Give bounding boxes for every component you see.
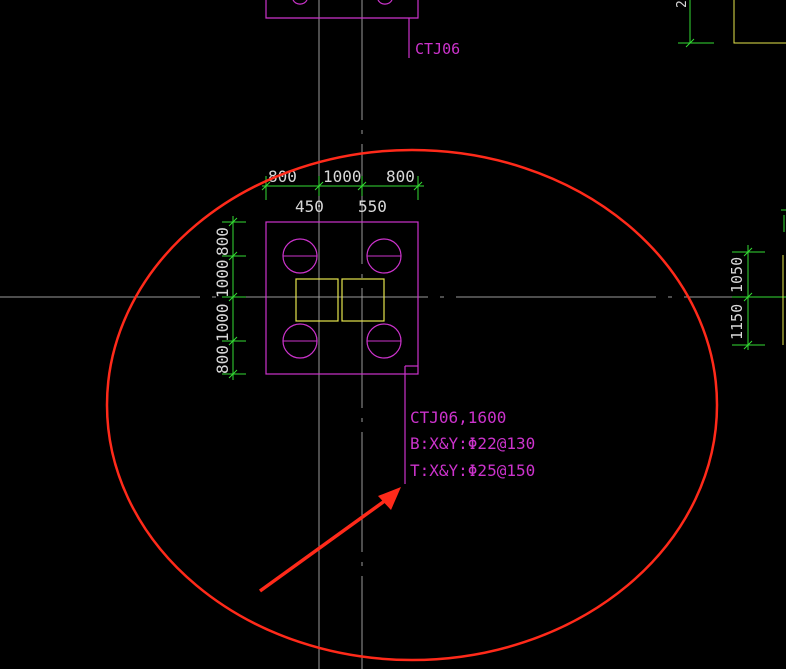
right-tick bbox=[743, 292, 753, 302]
right-dim-1050: 1050 bbox=[728, 257, 746, 293]
left-dim-1000-b: 1000 bbox=[213, 303, 232, 342]
top-cap-fragment bbox=[265, 0, 419, 58]
second-dim-550: 550 bbox=[358, 197, 387, 216]
right-dims bbox=[732, 209, 786, 350]
left-dim-1000-a: 1000 bbox=[213, 259, 232, 298]
left-dim-800-a: 800 bbox=[213, 227, 232, 256]
annotation-name: CTJ06,1600 bbox=[410, 408, 506, 427]
column-left bbox=[295, 278, 339, 322]
pile-cap[interactable] bbox=[265, 221, 419, 375]
left-dim-800-b: 800 bbox=[213, 345, 232, 374]
annotation-bottom-rebar: B:X&Y:Φ22@130 bbox=[410, 434, 535, 453]
top-cap-outline bbox=[265, 0, 419, 19]
pile-crosshairs bbox=[283, 255, 401, 342]
pile-cap-outline bbox=[265, 221, 419, 375]
top-cap-pile-arc bbox=[377, 0, 393, 5]
top-dim-800-b: 800 bbox=[386, 167, 415, 186]
top-right-fragment bbox=[678, 0, 786, 48]
top-dim-1000: 1000 bbox=[323, 167, 362, 186]
left-dimension-chain bbox=[222, 216, 246, 380]
top-cap-pile-arc bbox=[292, 0, 308, 5]
red-arrow-head bbox=[378, 487, 401, 510]
right-tick bbox=[743, 340, 753, 350]
column-right bbox=[341, 278, 385, 322]
top-right-dim-text: 2 bbox=[675, 0, 690, 8]
right-dim-1150: 1150 bbox=[728, 304, 746, 340]
red-ellipse bbox=[105, 148, 719, 662]
annotation-top-rebar: T:X&Y:Φ25@150 bbox=[410, 461, 535, 480]
right-tick bbox=[743, 247, 753, 257]
yellow-outline-fragment bbox=[733, 0, 786, 44]
second-dim-450: 450 bbox=[295, 197, 324, 216]
top-cap-label: CTJ06 bbox=[415, 40, 460, 58]
green-tick bbox=[685, 38, 695, 48]
top-dimension-chain bbox=[261, 176, 424, 200]
red-arrow bbox=[258, 487, 401, 593]
